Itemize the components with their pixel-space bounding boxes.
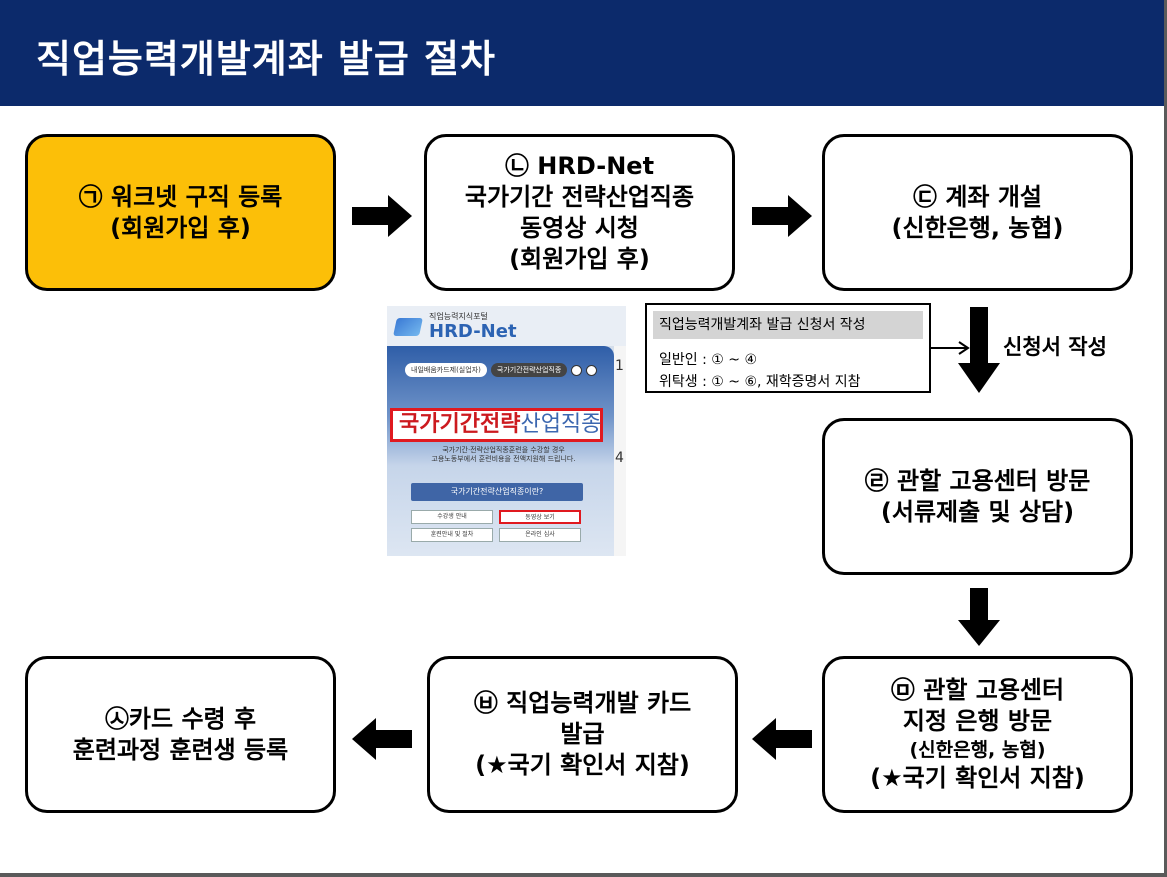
- thumbnail-desc-line-1: 국가기간·전략산업직종훈련을 수강할 경우: [442, 446, 565, 454]
- step-1-line-1: ㉠ 워크넷 구직 등록: [78, 182, 283, 211]
- step-6-line-2: 발급: [560, 720, 605, 748]
- thumbnail-cell-1: 수강생 안내: [411, 510, 493, 524]
- arrow-down-icon: [958, 307, 1000, 393]
- page-title: 직업능력개발계좌 발급 절차: [36, 37, 496, 81]
- step-4-line-1: ㉣ 관할 고용센터 방문: [864, 466, 1091, 495]
- thumbnail-header: [387, 306, 626, 346]
- hrd-net-logo-icon: [393, 318, 423, 336]
- note-title: 직업능력개발계좌 발급 신청서 작성: [653, 311, 923, 339]
- step-5-line-4: (★국기 확인서 지참): [870, 764, 1085, 792]
- play-icon: [571, 364, 583, 376]
- pause-icon: [586, 364, 598, 376]
- thumbnail-cell-2-video: 동영상 보기: [499, 510, 581, 524]
- step-3-line-1: ㉢ 계좌 개설: [912, 182, 1043, 211]
- thumbnail-cell-4: 온라인 심사: [499, 528, 581, 542]
- thumbnail-rest-text: 산업직종: [520, 412, 602, 437]
- step-3-account-opening: ㉢ 계좌 개설 (신한은행, 농협): [822, 134, 1133, 291]
- thumbnail-what-is-button: 국가기간전략산업직종이란?: [411, 483, 583, 501]
- thumbnail-desc-line-2: 고용노동부에서 훈련비용을 전액지원해 드립니다.: [431, 455, 576, 463]
- thumbnail-logo-text: HRD-Net: [429, 321, 517, 342]
- note-line-general: 일반인 : ① ~ ④: [659, 352, 757, 368]
- arrow-down-icon: [958, 588, 1000, 646]
- thumbnail-tabs: 내일배움카드제(실업자) 국가기간전략산업직종: [405, 362, 603, 378]
- step-4-employment-center-visit: ㉣ 관할 고용센터 방문 (서류제출 및 상담): [822, 418, 1133, 575]
- step-6-line-1: ㉥ 직업능력개발 카드: [473, 689, 692, 717]
- thin-arrow-right-icon: [931, 341, 971, 355]
- step-7-trainee-registration: ㉦카드 수령 후 훈련과정 훈련생 등록: [25, 656, 336, 813]
- hrd-net-screenshot: 직업능력지식포털 HRD-Net 1 4 내일배움카드제(실업자) 국가기간전략…: [387, 306, 626, 556]
- step-2-line-2: 국가기간 전략산업직종: [464, 182, 695, 211]
- step-5-bank-visit: ㉤ 관할 고용센터 지정 은행 방문 (신한은행, 농협) (★국기 확인서 지…: [822, 656, 1133, 813]
- thumbnail-side-number-1: 1: [615, 358, 624, 374]
- step-5-line-2: 지정 은행 방문: [902, 707, 1053, 735]
- application-note: 직업능력개발계좌 발급 신청서 작성 일반인 : ① ~ ④ 위탁생 : ① ~…: [645, 303, 931, 393]
- step-6-card-issuance: ㉥ 직업능력개발 카드 발급 (★국기 확인서 지참): [427, 656, 738, 813]
- thumbnail-description: 국가기간·전략산업직종훈련을 수강할 경우 고용노동부에서 훈련비용을 전액지원…: [401, 446, 606, 464]
- step-7-line-2: 훈련과정 훈련생 등록: [72, 735, 289, 764]
- step-5-line-1: ㉤ 관할 고용센터: [890, 676, 1065, 704]
- step-7-line-1: ㉦카드 수령 후: [104, 704, 257, 733]
- arrow-left-icon: [352, 718, 412, 760]
- thumbnail-tab-2: 국가기간전략산업직종: [490, 363, 568, 377]
- step-2-line-4: (회원가입 후): [509, 244, 650, 273]
- step-2-hrd-net-video: ㉡ HRD-Net 국가기간 전략산업직종 동영상 시청 (회원가입 후): [424, 134, 735, 291]
- frame-bottom-border: [0, 873, 1167, 877]
- apply-label: 신청서 작성: [1003, 335, 1107, 359]
- note-line-entrusted: 위탁생 : ① ~ ⑥, 재학증명서 지참: [659, 374, 861, 390]
- thumbnail-cell-3: 훈련안내 및 절차: [411, 528, 493, 542]
- thumbnail-highlight-box: 국가기간전략산업직종: [390, 408, 603, 442]
- thumbnail-side-panel: [614, 346, 626, 556]
- step-4-line-2: (서류제출 및 상담): [880, 497, 1075, 526]
- arrow-left-icon: [752, 718, 812, 760]
- thumbnail-tab-1: 내일배움카드제(실업자): [405, 363, 487, 377]
- thumbnail-portal-label: 직업능력지식포털: [429, 312, 488, 321]
- step-5-line-3: (신한은행, 농협): [909, 739, 1046, 761]
- arrow-right-icon: [752, 195, 812, 237]
- thumbnail-side-number-2: 4: [615, 450, 624, 466]
- arrow-right-icon: [352, 195, 412, 237]
- step-1-line-2: (회원가입 후): [110, 213, 251, 242]
- step-6-line-3: (★국기 확인서 지참): [475, 751, 690, 779]
- step-3-line-2: (신한은행, 농협): [891, 213, 1064, 242]
- step-1-worknet-registration: ㉠ 워크넷 구직 등록 (회원가입 후): [25, 134, 336, 291]
- thumbnail-highlight-text: 국가기간전략: [399, 412, 521, 437]
- step-2-line-1: ㉡ HRD-Net: [504, 151, 655, 180]
- title-bar: 직업능력개발계좌 발급 절차: [0, 0, 1167, 106]
- frame-right-border: [1164, 0, 1167, 877]
- step-2-line-3: 동영상 시청: [520, 213, 639, 242]
